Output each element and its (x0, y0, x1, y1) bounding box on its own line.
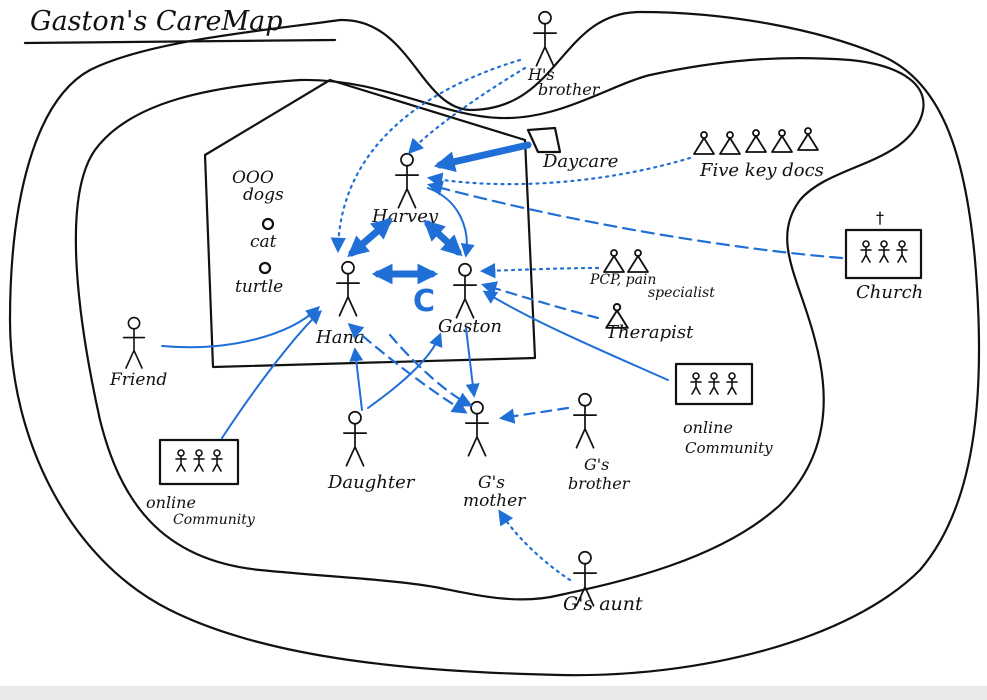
oc-right-member-icon-1 (690, 372, 702, 395)
hs-brother-figure-icon (532, 10, 558, 67)
cat-label: cat (250, 232, 277, 252)
link-daughter-gaston (367, 332, 443, 409)
online-community-right-label-1: online (683, 418, 733, 437)
pcp-label-2: specialist (648, 285, 715, 301)
oc-left-member-icon-2 (193, 449, 205, 472)
link-oc-left-hana (221, 310, 323, 439)
link-hana-harvey (347, 217, 393, 258)
link-gaston-mother-dashed (388, 333, 473, 407)
gs-brother-label-1: G's (584, 455, 609, 474)
oc-left-member-icon-1 (175, 449, 187, 472)
hs-brother-label-1: H's (527, 65, 555, 84)
gaston-figure-icon (452, 262, 478, 319)
church-member-icon-2 (878, 240, 890, 263)
link-church-harvey (427, 180, 844, 260)
link-harvey-gaston (427, 187, 475, 258)
doc-icon-1 (693, 131, 715, 155)
link-hana-mother (347, 322, 468, 414)
inner-circle (74, 57, 925, 601)
link-therapist-gaston (481, 281, 600, 320)
gs-mother-label-2: mother (463, 491, 526, 511)
hana-figure-icon (335, 260, 361, 317)
friend-label: Friend (109, 370, 167, 390)
online-community-right-label-2: Community (685, 439, 773, 457)
online-community-left-label-1: online (146, 493, 196, 512)
doc-icon-3 (745, 129, 767, 153)
link-gaston-harvey (423, 219, 463, 257)
church-member-icon-3 (896, 240, 908, 263)
daycare-box-icon (526, 126, 562, 154)
five-key-docs-label: Five key docs (699, 160, 824, 181)
outer-circle (8, 10, 981, 677)
church-member-icon-1 (860, 240, 872, 263)
daycare-label: Daycare (542, 151, 618, 172)
link-friend-hana (161, 306, 321, 349)
dogs-label: dogs (243, 185, 284, 205)
church-cross-icon: † (876, 208, 884, 227)
five-key-docs-icons (693, 127, 819, 155)
doc-icon-4 (771, 129, 793, 153)
link-gaston-mother (465, 327, 480, 398)
doc-icon-5 (797, 127, 819, 151)
online-community-right-frame-icon (674, 362, 754, 406)
dogs-marks: OOO (232, 168, 274, 188)
oc-right-member-icon-2 (708, 372, 720, 395)
link-hsbrother-hana (330, 58, 522, 254)
doc-icon-2 (719, 131, 741, 155)
oc-right-member-icon-3 (726, 372, 738, 395)
gaston-caregiver-mark: C (413, 284, 435, 319)
friend-figure-icon (122, 316, 146, 369)
online-community-left-frame-icon (158, 438, 240, 486)
cat-icon (261, 217, 275, 231)
link-docs-harvey (426, 156, 692, 188)
church-frame-icon (844, 228, 923, 280)
turtle-label: turtle (235, 277, 283, 297)
link-oc-right-gaston (482, 290, 669, 381)
bottom-bar (0, 686, 987, 700)
therapist-label: Therapist (606, 322, 694, 343)
oc-left-member-icon-3 (211, 449, 223, 472)
title-underline (23, 38, 337, 45)
daughter-label: Daughter (327, 472, 416, 493)
gs-brother-figure-icon (572, 392, 598, 449)
turtle-icon (258, 261, 272, 275)
link-daycare-harvey (433, 141, 532, 172)
link-gsbrother-mother (498, 406, 570, 424)
link-daughter-hana (349, 347, 364, 411)
link-aunt-mother (498, 509, 572, 582)
gs-mother-figure-icon (464, 400, 490, 457)
church-label: Church (856, 282, 923, 303)
gaston-label: Gaston (438, 316, 502, 337)
gs-mother-label-1: G's (478, 473, 505, 493)
gs-brother-label-2: brother (568, 474, 631, 493)
pcp-icon-1 (603, 249, 625, 273)
online-community-left-label-2: Community (173, 512, 256, 528)
pcp-icon-2 (627, 249, 649, 273)
gs-aunt-label: G's aunt (563, 593, 643, 615)
link-pcp-gaston (479, 262, 600, 279)
harvey-figure-icon (394, 152, 420, 209)
daughter-figure-icon (342, 410, 368, 467)
pcp-label-1: PCP, pain (589, 272, 656, 288)
page-title: Gaston's CareMap (30, 6, 283, 37)
link-hsbrother-harvey (407, 66, 527, 155)
hs-brother-label-2: brother (538, 80, 601, 99)
